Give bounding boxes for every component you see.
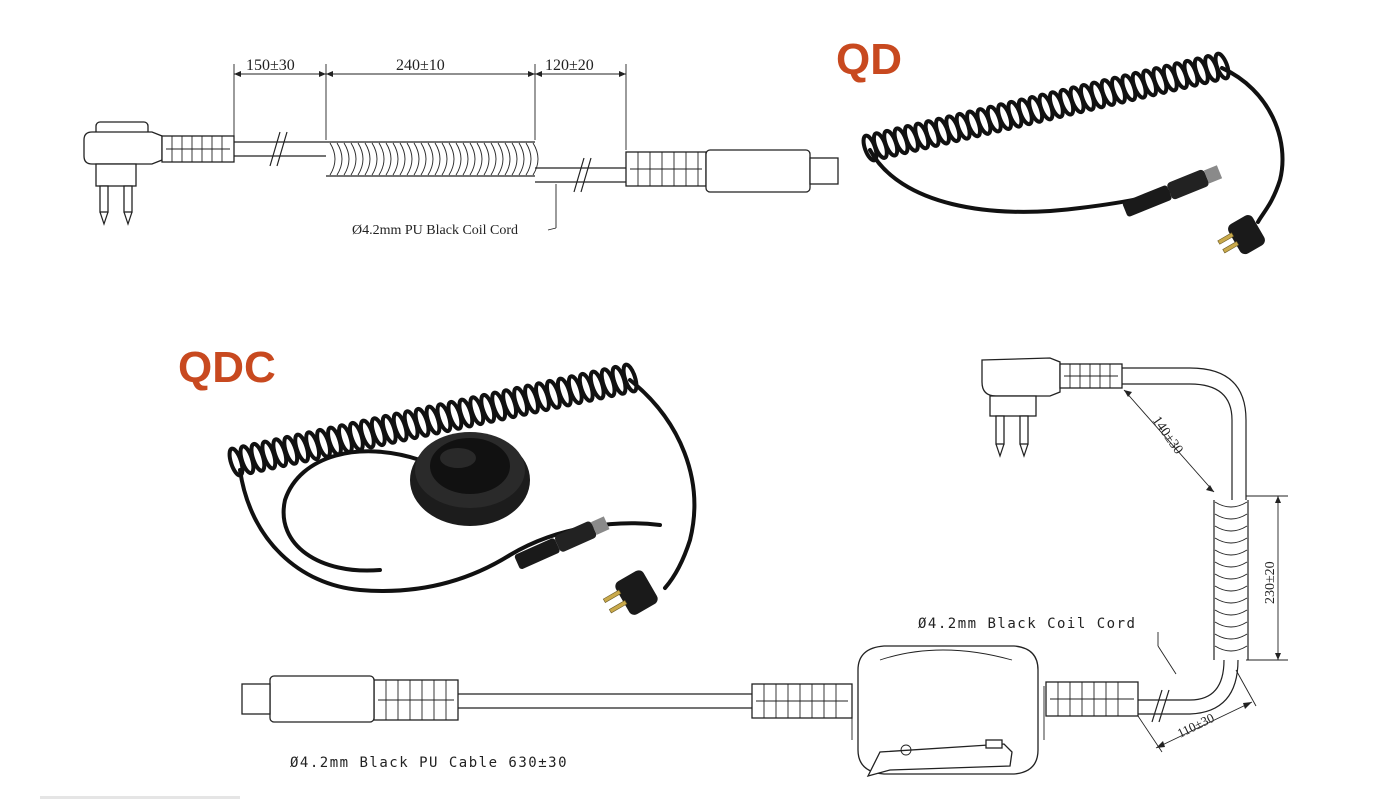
qdc-product-photo [227, 362, 697, 615]
qdc-coil-section [1213, 500, 1249, 660]
qdc-ptt-drawing [851, 645, 1045, 778]
qd-coil-section [326, 141, 539, 177]
qdc-dim-bottom: 110±30 [1175, 710, 1217, 741]
bottom-divider [40, 796, 240, 799]
qd-model-title: QD [836, 35, 902, 84]
qd-dim-straight-2: 120±20 [545, 57, 594, 74]
qd-technical-drawing: 150±30 240±10 120±20 [83, 57, 839, 238]
qd-product-photo [861, 51, 1285, 255]
qdc-ptt-photo [410, 432, 530, 526]
qdc-technical-drawing: 140±30 230±20 110 [241, 357, 1288, 778]
qdc-headset-plug-drawing [241, 675, 459, 723]
qd-headset-plug-drawing [625, 149, 839, 193]
qd-dim-coil: 240±10 [396, 57, 445, 74]
qd-radio-plug-drawing [83, 121, 235, 226]
qdc-radio-plug-drawing [981, 357, 1123, 458]
qd-cord-label: Ø4.2mm PU Black Coil Cord [352, 223, 518, 238]
qdc-coil-label: Ø4.2mm Black Coil Cord [918, 616, 1136, 632]
qdc-dim-top-straight: 140±30 [1149, 414, 1186, 458]
qdc-dim-coil: 230±20 [1263, 561, 1278, 604]
qdc-cable-label: Ø4.2mm Black PU Cable 630±30 [290, 755, 568, 771]
qdc-model-title: QDC [178, 343, 276, 392]
qd-dim-straight-1: 150±30 [246, 57, 295, 74]
